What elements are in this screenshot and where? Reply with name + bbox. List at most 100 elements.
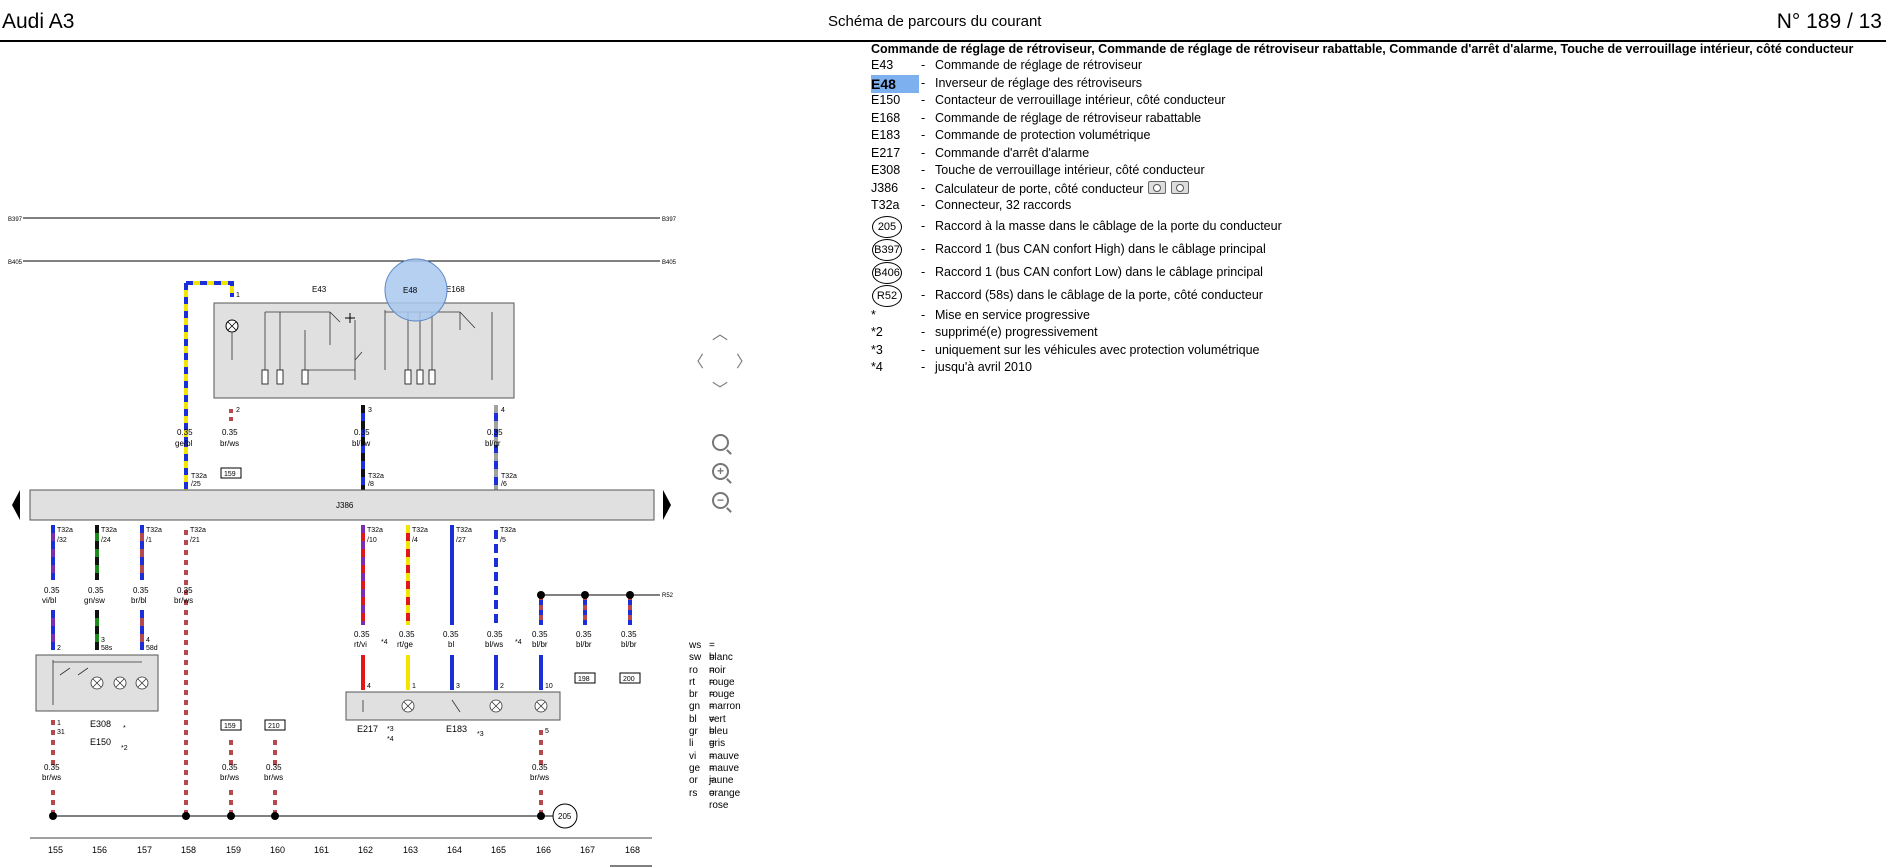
wire-color-low-9: bl/br: [532, 640, 548, 649]
bus-label-left-b397: B397: [8, 217, 23, 223]
legend-item[interactable]: E168-Commande de réglage de rétroviseur …: [871, 110, 1202, 125]
ref-gnd-2: 159: [224, 723, 236, 730]
conn-pin-top-4: /6: [501, 481, 507, 488]
pan-left-icon[interactable]: 〈: [688, 354, 705, 371]
connector-circle: B397: [872, 238, 902, 261]
conn-pin-top-3: /8: [368, 481, 374, 488]
bus-label-right-b397: B397: [662, 217, 677, 223]
color-name: marron: [709, 701, 741, 713]
camera-icon[interactable]: [1148, 180, 1167, 194]
note-star4-b: *4: [515, 639, 522, 646]
color-code: rt: [689, 676, 696, 688]
legend-item[interactable]: E308-Touche de verrouillage intérieur, c…: [871, 163, 1205, 177]
legend-item[interactable]: E150-Contacteur de verrouillage intérieu…: [871, 93, 1226, 107]
ref-low-10: 198: [578, 676, 590, 683]
label-j386: J386: [336, 501, 354, 510]
wire-color-gnd-2: br/ws: [220, 773, 239, 782]
note-star: *: [123, 725, 126, 732]
legend-item[interactable]: B397-Raccord 1 (bus CAN confort High) da…: [871, 238, 1871, 261]
legend-item[interactable]: T32a-Connecteur, 32 raccords: [871, 198, 1072, 212]
legend-note: *2-supprimé(e) progressivement: [871, 325, 1098, 339]
e48-highlight-circle[interactable]: [384, 258, 448, 322]
wire-size-low-7: 0.35: [443, 630, 459, 639]
pin-low-5: 4: [367, 683, 371, 690]
legend-item[interactable]: E217-Commande d'arrêt d'alarme: [871, 145, 1090, 160]
wire-size-top-1: 0.35: [177, 428, 193, 437]
color-code: sw: [689, 652, 702, 664]
wire-color-low-2: gn/sw: [84, 596, 105, 605]
mirror-switch-box: [213, 302, 515, 399]
color-name: rouge: [709, 676, 735, 688]
component-legend: Commande de réglage de rétroviseur, Comm…: [871, 42, 1871, 377]
wire-color-low-8: bl/ws: [485, 640, 503, 649]
wire-color-gnd-1: br/ws: [42, 773, 61, 782]
conn-top-4: T32a: [501, 473, 517, 480]
pin2-gnd-1: 31: [57, 729, 65, 736]
col-5: 160: [270, 845, 285, 855]
col-12: 167: [580, 845, 595, 855]
vehicle-model: Audi A3: [2, 10, 75, 33]
legend-item[interactable]: 205-Raccord à la masse dans le câblage d…: [871, 215, 1871, 238]
lower-wires: R52: [51, 525, 674, 816]
color-name: noir: [709, 664, 726, 676]
conn-pin-low-7: /27: [456, 537, 466, 544]
pan-right-icon[interactable]: 〉: [736, 354, 753, 371]
connector-circle: B406: [872, 261, 902, 284]
wire-size-top-2: 0.35: [222, 428, 238, 437]
label-ground: 205: [558, 812, 572, 821]
color-name: gris: [709, 738, 726, 750]
label-e168: E168: [446, 285, 465, 294]
wire-color-low-10: bl/br: [576, 640, 592, 649]
wiring-schematic[interactable]: B397 B397 B405 B405 E43 E168 E48 1 0.35 …: [0, 40, 860, 867]
pin-low-1: 2: [57, 645, 61, 652]
wire-size-gnd-2: 0.35: [222, 763, 238, 772]
legend-item[interactable]: J386-Calculateur de porte, côté conducte…: [871, 180, 1871, 198]
legend-item[interactable]: B406-Raccord 1 (bus CAN confort Low) dan…: [871, 261, 1871, 284]
col-0: 155: [48, 845, 63, 855]
label-e43: E43: [312, 285, 327, 294]
pin-gnd-1: 1: [57, 720, 61, 727]
legend-title: Commande de réglage de rétroviseur, Comm…: [871, 42, 1854, 56]
pan-up-icon[interactable]: ︿: [712, 326, 729, 343]
color-name: jaune: [709, 775, 734, 787]
legend-item[interactable]: E183-Commande de protection volumétrique: [871, 128, 1151, 142]
note-star3-b: *3: [477, 731, 484, 738]
conn-low-7: T32a: [456, 527, 472, 534]
label-e308: E308: [90, 719, 111, 729]
wire-size-low-6: 0.35: [399, 630, 415, 639]
col-10: 165: [491, 845, 506, 855]
wire-size-low-3: 0.35: [133, 586, 149, 595]
pin-top-2: 2: [236, 407, 240, 414]
wire-color-low-6: rt/ge: [397, 640, 414, 649]
conn-pin-low-4: /21: [190, 537, 200, 544]
zoom-reset-icon[interactable]: [712, 434, 729, 451]
e217-e183-switch-box: [345, 691, 561, 721]
wire-color-low-4: br/ws: [174, 596, 193, 605]
conn-low-2: T32a: [101, 527, 117, 534]
conn-pin-low-6: /4: [412, 537, 418, 544]
legend-item-selected[interactable]: E48-Inverseur de réglage des rétroviseur…: [871, 74, 1143, 93]
zoom-out-icon[interactable]: −: [712, 492, 729, 509]
j386-control-unit[interactable]: [29, 489, 655, 521]
ref-low-11: 200: [623, 676, 635, 683]
color-code: ws: [689, 640, 702, 651]
color-code: li: [689, 738, 694, 750]
wire-size-low-9: 0.35: [532, 630, 548, 639]
zoom-in-icon[interactable]: +: [712, 463, 729, 480]
pin-top-4: 4: [501, 407, 505, 414]
conn-low-1: T32a: [57, 527, 73, 534]
col-2: 157: [137, 845, 152, 855]
col-6: 161: [314, 845, 329, 855]
wire-color-top-1: ge/bl: [175, 439, 193, 448]
note-star3-a: *3: [387, 726, 394, 733]
pin-low-2: 3: [101, 637, 105, 644]
legend-item[interactable]: R52-Raccord (58s) dans le câblage de la …: [871, 284, 1871, 307]
color-code: br: [689, 689, 698, 701]
col-9: 164: [447, 845, 462, 855]
pan-down-icon[interactable]: ﹀: [712, 382, 729, 399]
camera-icon[interactable]: [1171, 180, 1190, 194]
connector-circle: R52: [872, 284, 902, 307]
label-e183: E183: [446, 724, 467, 734]
wire-color-top-2: br/ws: [220, 439, 239, 448]
legend-item[interactable]: E43-Commande de réglage de rétroviseur: [871, 58, 1143, 72]
